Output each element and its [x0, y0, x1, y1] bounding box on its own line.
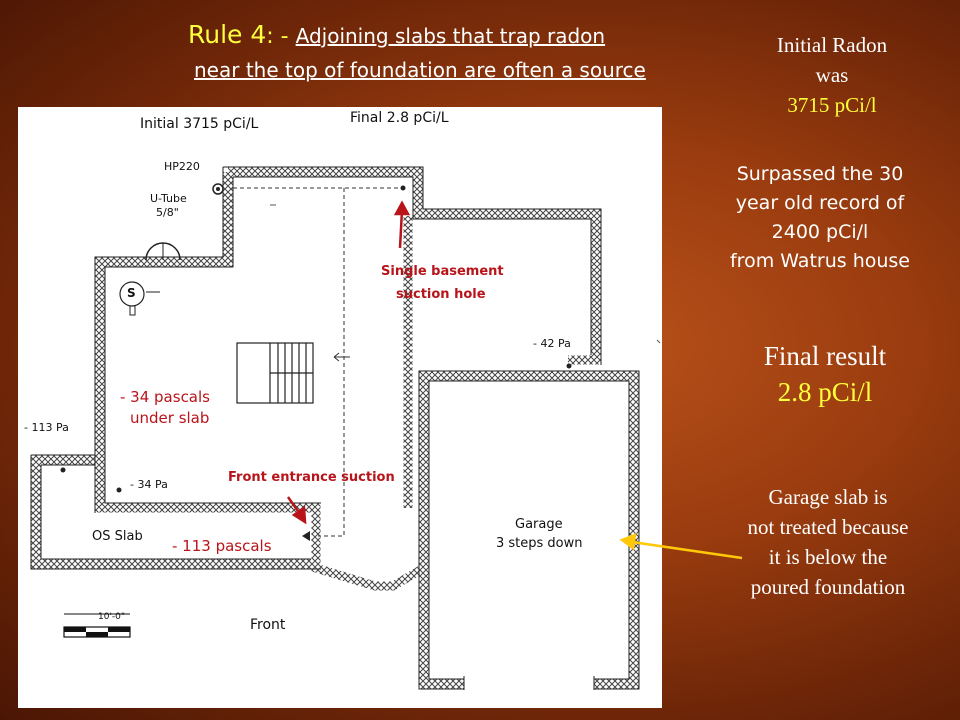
plan-utube-size: 5/8"	[156, 206, 179, 219]
record-line-1: Surpassed the 30	[736, 163, 904, 185]
plan-os-slab: OS Slab	[92, 529, 143, 544]
red-arrow-front-suction	[286, 496, 307, 525]
record-line-3: 2400 pCi/l	[771, 221, 869, 243]
slide-title-line1: Rule 4: - Adjoining slabs that trap rado…	[188, 20, 605, 49]
final-result-label: Final result	[763, 341, 887, 371]
plan-utube-label: U-Tube	[150, 192, 187, 205]
plan-front-label: Front	[250, 617, 286, 633]
test-point-113	[60, 467, 66, 473]
initial-radon-label: Initial Radon	[776, 33, 888, 57]
final-result-value: 2.8 pCi/l	[777, 377, 873, 407]
hp220-fan-icon	[212, 183, 224, 195]
plan-final-label: Final 2.8 pCi/L	[350, 110, 449, 126]
yellow-arrow-garage	[619, 533, 743, 560]
red-arrow-suction-hole	[393, 200, 411, 249]
record-block: Surpassed the 30 year old record of 2400…	[700, 160, 940, 276]
plan-scale-label: 10'-0"	[98, 612, 126, 622]
foundation-walls	[31, 167, 601, 591]
test-point-42	[566, 363, 572, 369]
annotation-34-pascals: - 34 pascals	[120, 388, 210, 406]
rule-label: Rule 4	[188, 20, 267, 49]
plan-pa-113: - 113 Pa	[24, 421, 69, 434]
suction-hole-icon	[400, 185, 406, 191]
os-slab-wall	[31, 455, 316, 569]
test-point-34	[116, 487, 122, 493]
main-wall-outline	[228, 167, 601, 365]
initial-radon-was: was	[815, 63, 849, 87]
plan-garage-steps: 3 steps down	[496, 536, 583, 551]
annotation-suction-hole-2: suction hole	[396, 287, 486, 302]
stairs-icon	[236, 342, 314, 404]
garage-note-block: Garage slab is not treated because it is…	[716, 482, 940, 602]
initial-radon-block: Initial Radon was 3715 pCi/l	[732, 30, 932, 120]
annotation-113-pascals: - 113 pascals	[172, 537, 272, 555]
front-suction-marker-icon	[302, 531, 310, 541]
final-result-block: Final result 2.8 pCi/l	[715, 338, 935, 410]
garage-note-line-4: poured foundation	[750, 575, 906, 599]
garage-note-line-2: not treated because	[747, 515, 909, 539]
record-line-2: year old record of	[735, 192, 905, 214]
plan-hp220-label: HP220	[164, 160, 200, 173]
annotation-under-slab: under slab	[130, 409, 210, 427]
title-text-1: Adjoining slabs that trap radon	[295, 24, 606, 48]
scale-bar-icon	[63, 613, 131, 638]
plan-pa-34: - 34 Pa	[130, 478, 168, 491]
annotation-suction-hole-1: Single basement	[381, 264, 504, 279]
slide-title-line2: near the top of foundation are often a s…	[194, 58, 646, 82]
initial-radon-value: 3715 pCi/l	[787, 93, 877, 117]
plan-pa-42: - 42 Pa	[533, 337, 571, 350]
annotation-front-suction: Front entrance suction	[228, 470, 395, 485]
plan-initial-label: Initial 3715 pCi/L	[140, 116, 259, 132]
record-line-4: from Watrus house	[729, 250, 910, 272]
garage-note-line-3: it is below the	[768, 545, 888, 569]
north-west-wall	[95, 172, 427, 591]
rule-separator: : -	[266, 24, 296, 49]
plan-garage-label: Garage	[515, 517, 563, 532]
plan-s-symbol: S	[127, 286, 136, 300]
garage-note-line-1: Garage slab is	[768, 485, 888, 509]
